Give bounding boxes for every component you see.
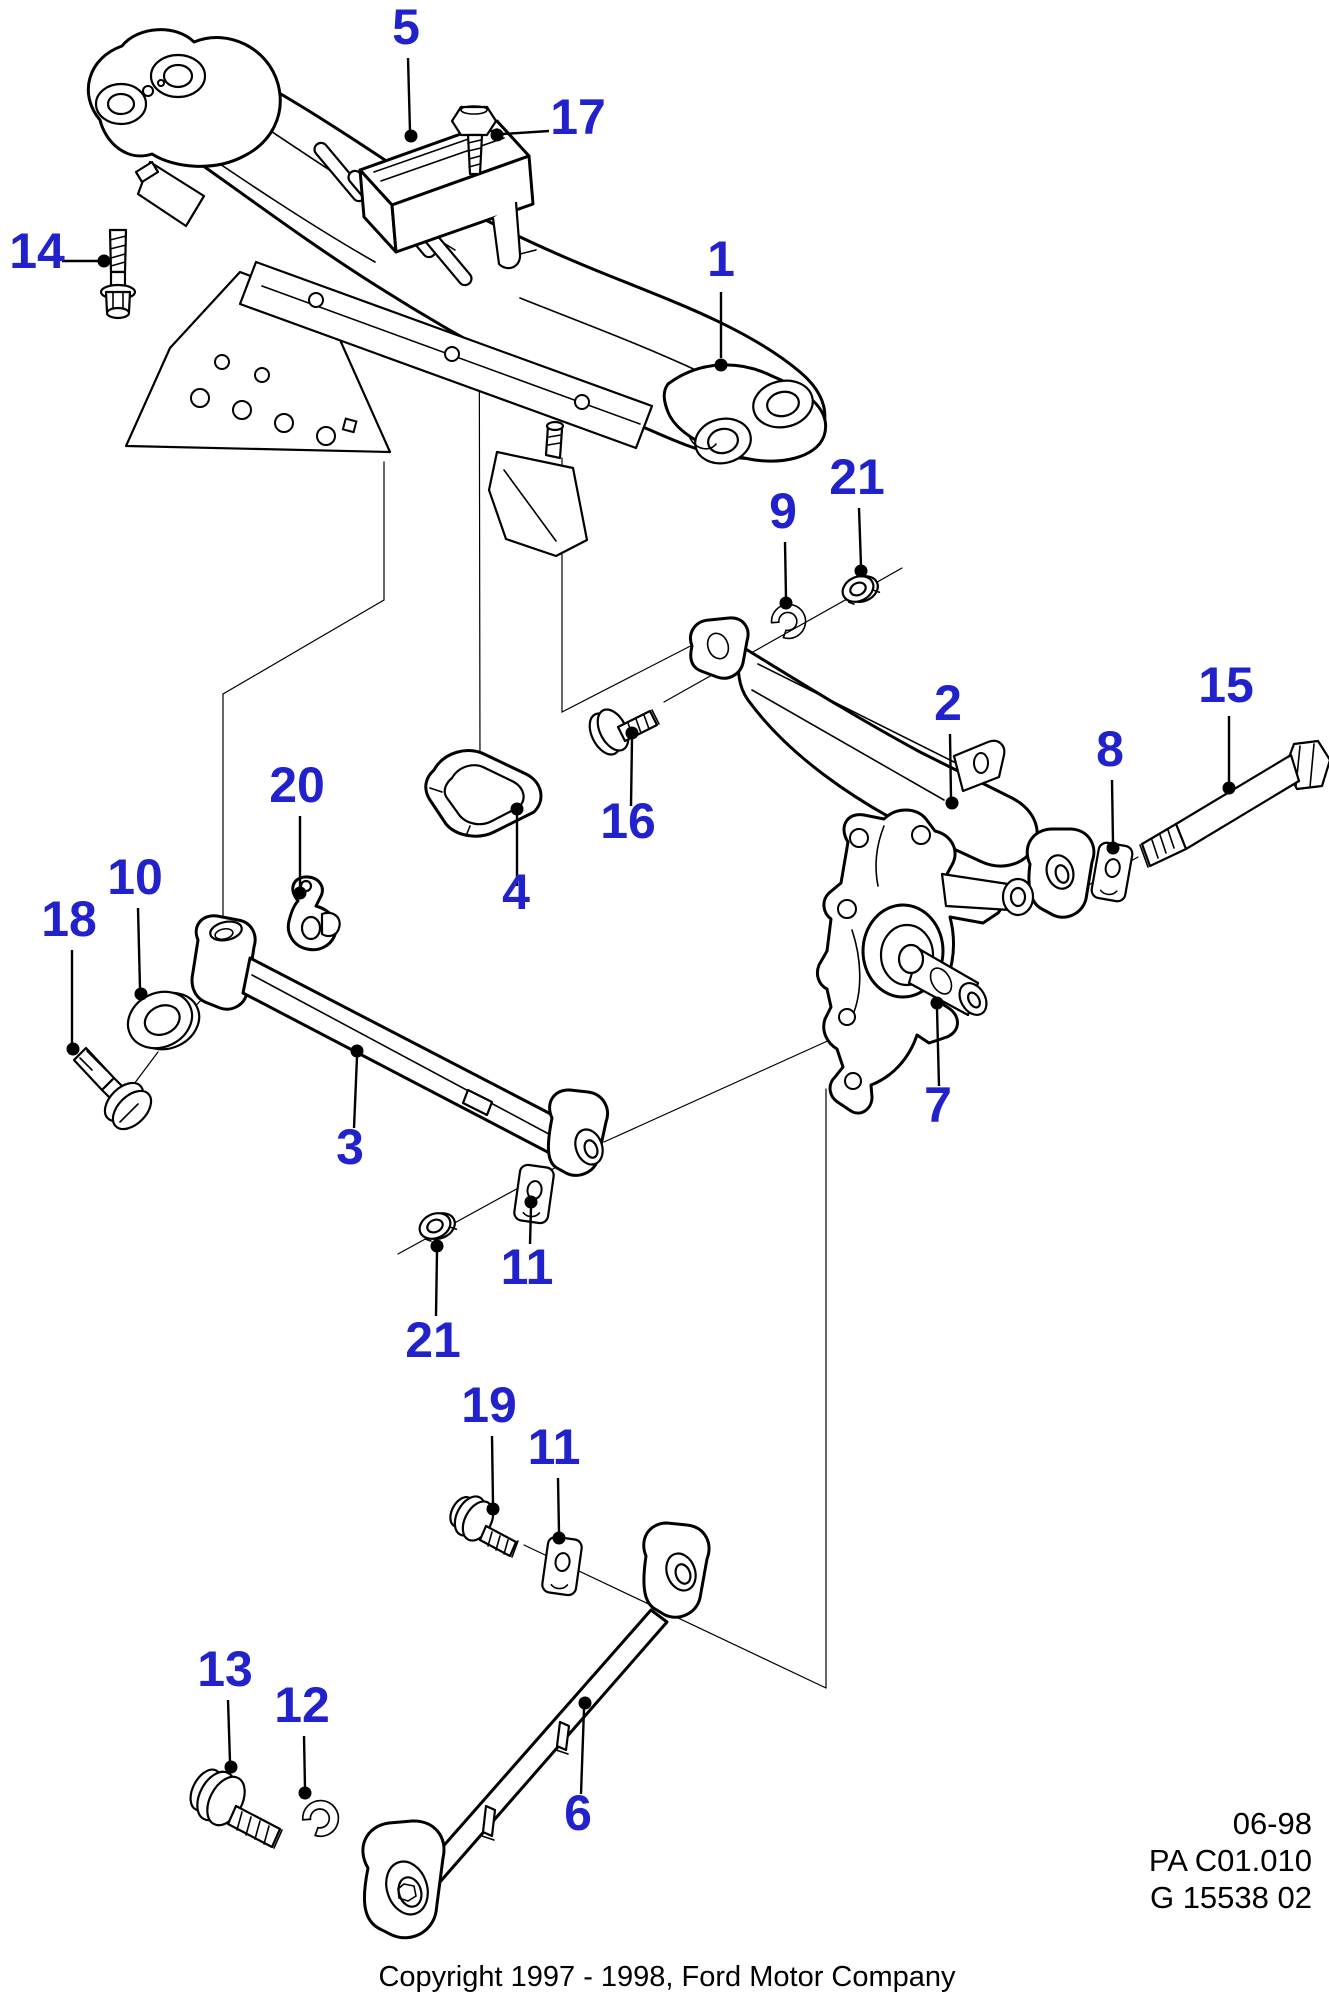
callout-dot-15 — [1222, 781, 1236, 795]
callout-dot-21 — [430, 1239, 444, 1253]
bolt-18 — [72, 1046, 153, 1131]
callout-leader-13 — [226, 1699, 232, 1763]
link-20 — [286, 875, 341, 952]
callout-leader-7 — [935, 1008, 941, 1087]
callout-leader-11 — [556, 1477, 561, 1534]
tie-blade — [689, 616, 1096, 919]
callout-number-20: 20 — [269, 757, 325, 813]
callout-number-17: 17 — [550, 89, 606, 145]
callout-dot-6 — [578, 1696, 592, 1710]
footer-figure-number: G 15538 02 — [1150, 1880, 1312, 1915]
callout-leader-11 — [528, 1206, 533, 1245]
bolt-13 — [189, 1768, 283, 1849]
callout-leader-19 — [490, 1435, 495, 1505]
bolt-16 — [588, 708, 660, 756]
callout-dot-20 — [293, 886, 307, 900]
nut-21-lower — [418, 1212, 458, 1242]
callout-number-6: 6 — [564, 1785, 592, 1841]
callout-dot-1 — [714, 358, 728, 372]
callout-number-15: 15 — [1198, 657, 1254, 713]
callout-leader-21 — [857, 507, 863, 567]
callout-dot-8 — [1106, 841, 1120, 855]
callout-number-1: 1 — [707, 231, 735, 287]
callout-number-18: 18 — [41, 891, 97, 947]
callout-number-14: 14 — [9, 223, 65, 279]
grommet-10 — [126, 990, 201, 1051]
nut-21-upper — [841, 575, 881, 605]
callout-number-12: 12 — [274, 1677, 330, 1733]
callout-dot-12 — [298, 1786, 312, 1800]
callout-leader-17 — [502, 129, 550, 136]
callout-dot-11 — [524, 1195, 538, 1209]
callout-dot-3 — [350, 1044, 364, 1058]
footer-codes: 06-98 PA C01.010 G 15538 02 — [1149, 1806, 1312, 1915]
callout-number-8: 8 — [1096, 721, 1124, 777]
callout-number-3: 3 — [336, 1119, 364, 1175]
callout-number-21: 21 — [829, 449, 885, 505]
callout-dot-16 — [625, 726, 639, 740]
callout-number-11: 11 — [501, 1239, 554, 1295]
callout-leader-2 — [948, 733, 953, 799]
callout-leader-12 — [302, 1735, 307, 1789]
callout-dot-14 — [97, 254, 111, 268]
callout-dot-21 — [854, 564, 868, 578]
bolt-19 — [449, 1495, 519, 1558]
callout-dot-19 — [486, 1502, 500, 1516]
callout-number-9: 9 — [769, 483, 797, 539]
callout-number-13: 13 — [197, 1641, 253, 1697]
callout-dot-13 — [224, 1760, 238, 1774]
gasket — [424, 749, 543, 838]
bolt-15 — [1139, 739, 1329, 868]
callout-number-2: 2 — [934, 675, 962, 731]
callout-dot-2 — [945, 796, 959, 810]
plate-11-upper — [513, 1163, 555, 1225]
callout-leader-8 — [1110, 779, 1115, 844]
plate-11-lower — [541, 1535, 583, 1597]
callout-dot-17 — [490, 128, 504, 142]
callout-dot-4 — [510, 802, 524, 816]
footer-date: 06-98 — [1233, 1806, 1312, 1841]
callout-number-16: 16 — [600, 793, 656, 849]
callout-leader-5 — [406, 57, 412, 132]
callout-number-4: 4 — [502, 864, 530, 920]
callout-dot-11 — [552, 1531, 566, 1545]
callout-dot-7 — [930, 996, 944, 1010]
lower-arm — [361, 1521, 711, 1940]
callout-leader-10 — [136, 907, 142, 990]
trailing-rod — [190, 914, 609, 1177]
cam-plate-8 — [1090, 841, 1134, 903]
bolt-14 — [99, 228, 137, 320]
bracket-holes — [190, 354, 358, 446]
callout-number-19: 19 — [461, 1377, 517, 1433]
crossmember — [86, 28, 828, 558]
callout-number-10: 10 — [107, 849, 163, 905]
callout-number-5: 5 — [392, 0, 420, 55]
bolt-17 — [450, 105, 498, 176]
knuckle — [815, 808, 1035, 1115]
footer-catalog-code: PA C01.010 — [1149, 1843, 1312, 1878]
copyright-notice: Copyright 1997 - 1998, Ford Motor Compan… — [378, 1961, 956, 1993]
callout-leader-6 — [579, 1708, 586, 1795]
callout-number-11: 11 — [528, 1419, 581, 1475]
callout-number-7: 7 — [924, 1077, 952, 1133]
callout-dot-10 — [134, 987, 148, 1001]
retainer-clip-12 — [301, 1799, 340, 1838]
callout-leader-3 — [352, 1056, 359, 1129]
callout-leader-21 — [434, 1250, 439, 1317]
callout-leader-9 — [783, 541, 788, 599]
callout-dot-9 — [779, 596, 793, 610]
callout-dot-5 — [404, 129, 418, 143]
callout-dot-18 — [66, 1042, 80, 1056]
retainer-clip-9 — [770, 603, 807, 640]
callout-leader-16 — [629, 738, 634, 807]
callout-number-21: 21 — [405, 1312, 461, 1368]
